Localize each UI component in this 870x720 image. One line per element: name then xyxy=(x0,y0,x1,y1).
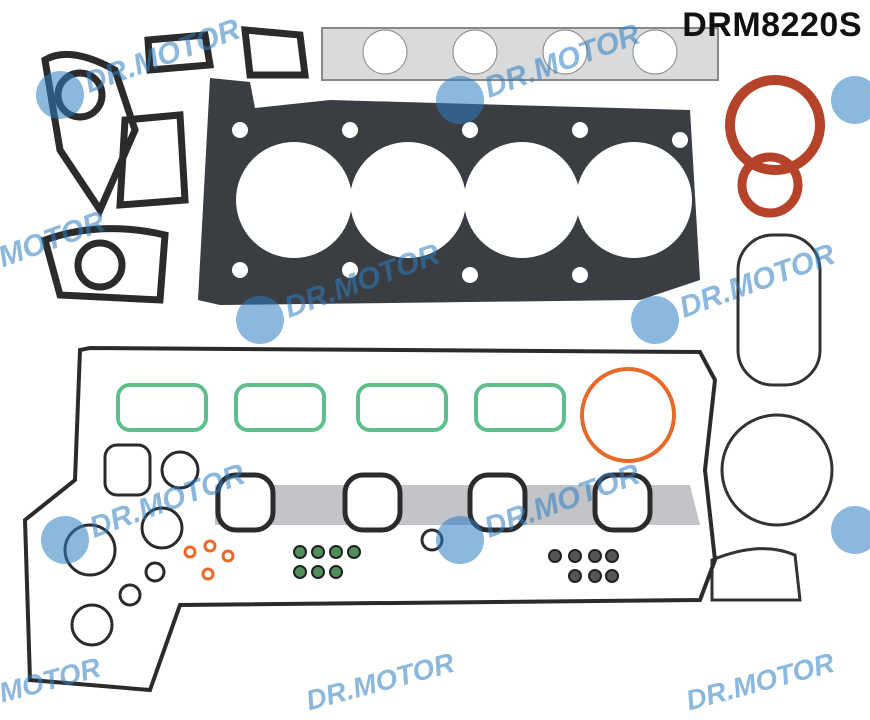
small-gaskets xyxy=(40,26,309,304)
small-orange-rings xyxy=(183,539,235,581)
svg-text:DR.MOTOR: DR.MOTOR xyxy=(683,647,839,716)
valve-cover-gasket xyxy=(22,345,718,693)
intake-manifold-gasket xyxy=(215,472,700,533)
crankshaft-seals xyxy=(725,75,825,218)
svg-text:DR.MOTOR: DR.MOTOR xyxy=(303,647,459,716)
rubber-gaskets xyxy=(710,233,834,602)
orange-o-ring xyxy=(580,367,676,463)
cylinder-head-gasket xyxy=(198,78,700,305)
valve-stem-seals xyxy=(293,545,619,583)
svg-text:DR.MOTOR: DR.MOTOR xyxy=(675,238,840,325)
intake-gaskets xyxy=(116,383,566,432)
o-rings xyxy=(63,443,444,647)
product-code: DRM8220S xyxy=(682,6,862,44)
exhaust-manifold-gasket xyxy=(321,27,719,81)
svg-text:MOTOR: MOTOR xyxy=(0,652,105,709)
